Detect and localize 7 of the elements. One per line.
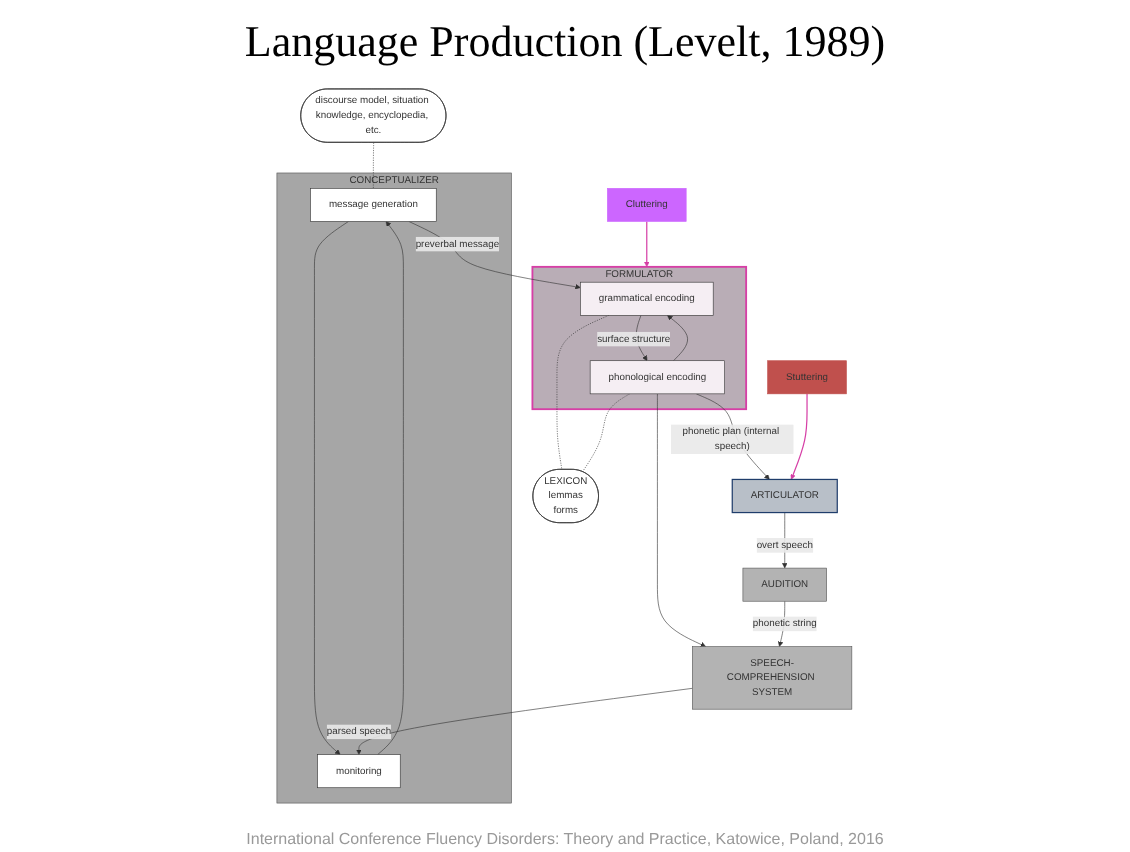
arrow bbox=[791, 393, 809, 480]
connector bbox=[582, 393, 631, 473]
connector bbox=[557, 315, 610, 470]
arrow bbox=[644, 220, 651, 268]
connector bbox=[373, 142, 375, 189]
caption: International Conference Fluency Disorders: Theory and Practice, Katowice, Poland, 2016 bbox=[244, 830, 886, 848]
title: Language Production (Levelt, 1989) bbox=[242, 16, 888, 68]
